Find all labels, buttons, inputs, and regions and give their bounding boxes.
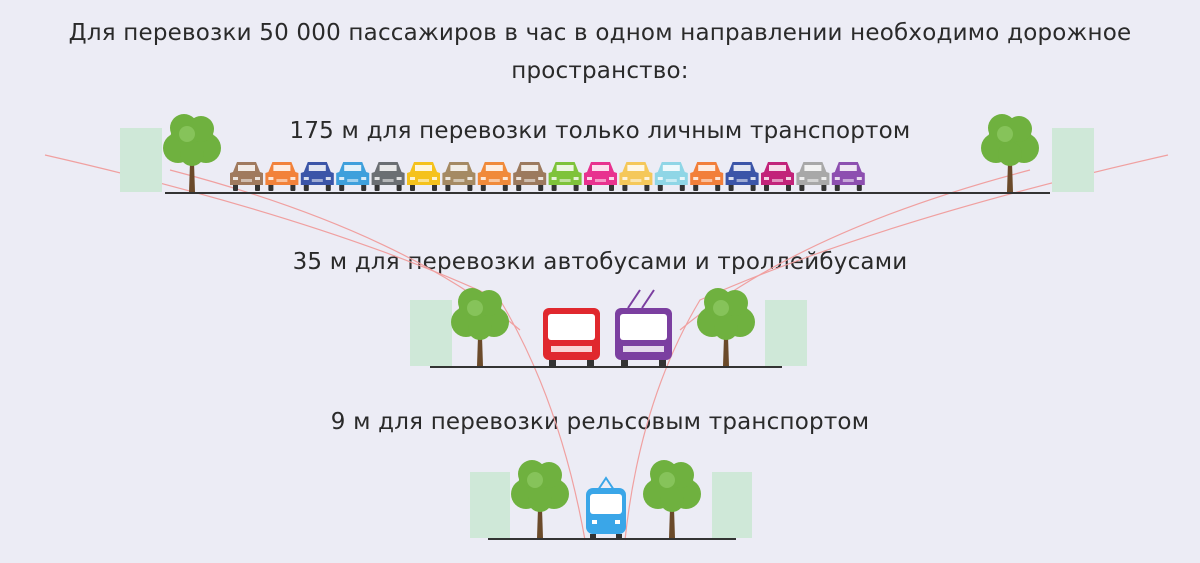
tram-row — [586, 476, 626, 538]
row-label-rail: 9 м для перевозки рельсовым транспортом — [330, 409, 870, 435]
guide-line — [624, 154, 1169, 541]
car-icon — [725, 162, 759, 191]
building-icon — [1052, 128, 1094, 192]
roads — [165, 192, 1050, 540]
bus-row — [543, 289, 672, 366]
row-label-buses: 35 м для перевозки автобусами и троллейб… — [292, 249, 908, 275]
road-line — [430, 366, 782, 368]
car-icon — [442, 162, 476, 191]
tree-icon — [981, 114, 1039, 192]
car-icon — [336, 162, 370, 191]
car-icon — [831, 162, 865, 191]
building-icon — [410, 300, 452, 366]
car-icon — [230, 162, 263, 191]
bus-icon — [543, 308, 600, 366]
page-title: Для перевозки 50 000 пассажиров в час в … — [68, 20, 1132, 84]
building-icon — [120, 128, 162, 192]
road-line — [165, 192, 1050, 194]
building-icon — [712, 472, 752, 538]
funnel-guide-lines — [44, 154, 1169, 541]
car-icon — [584, 162, 617, 191]
car-icon — [371, 162, 405, 191]
car-icon — [265, 162, 299, 191]
car-icon — [407, 162, 440, 191]
car-row — [230, 162, 865, 191]
car-icon — [761, 162, 794, 191]
car-icon — [654, 162, 688, 191]
car-icon — [300, 162, 334, 191]
car-icon — [548, 162, 582, 191]
car-icon — [690, 162, 724, 191]
tree-icon — [697, 288, 755, 366]
tram-icon — [586, 476, 626, 538]
car-icon — [796, 162, 830, 191]
car-icon — [619, 162, 653, 191]
row-label-cars: 175 м для перевозки только личным трансп… — [289, 118, 911, 144]
tree-icon — [511, 460, 569, 538]
building-icon — [470, 472, 510, 538]
tree-icon — [451, 288, 509, 366]
trolleybus-icon — [615, 289, 672, 366]
building-icon — [765, 300, 807, 366]
trees — [163, 114, 1039, 538]
tree-icon — [643, 460, 701, 538]
buildings — [120, 128, 1094, 538]
road-line — [488, 538, 736, 540]
car-icon — [477, 162, 511, 191]
car-icon — [513, 162, 547, 191]
tree-icon — [163, 114, 221, 192]
